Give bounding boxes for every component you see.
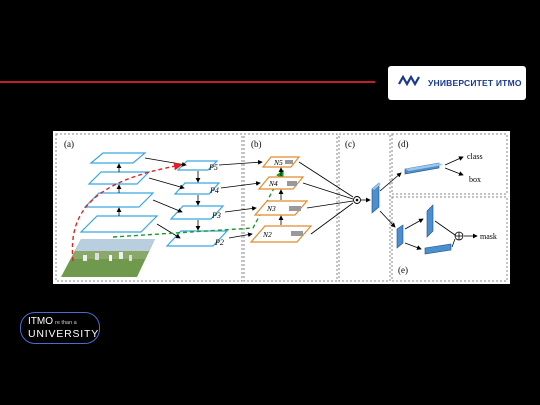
panel-label-e: (e) (398, 265, 408, 275)
panel-label-c: (c) (345, 139, 355, 149)
input-image (61, 239, 155, 277)
itmo-mark-icon (398, 74, 422, 93)
label-p4: P4 (209, 186, 219, 195)
short-path-green (112, 169, 284, 238)
footer-logo-line1: ITMO (28, 316, 53, 327)
fpn-pyramid: P5 P4 P3 P2 (144, 157, 229, 247)
header-accent-line (0, 81, 375, 83)
panel-label-a: (a) (64, 139, 74, 149)
output-mask: mask (480, 232, 497, 241)
bottom-up-path: N5 N4 N3 N2 (218, 156, 313, 243)
panet-architecture-figure: (a) (b) (c) (d) (e) (53, 131, 510, 284)
panel-label-b: (b) (251, 139, 262, 149)
label-p3: P3 (211, 211, 221, 220)
long-path-red (71, 162, 183, 262)
label-n3: N3 (266, 204, 276, 213)
itmo-logo-header: УНИВЕРСИТЕТ ИТМО (388, 66, 526, 100)
footer-logo-line1-sub: re than a (55, 320, 77, 326)
label-p5: P5 (208, 163, 218, 172)
label-p2: P2 (214, 238, 224, 247)
mask-branch: mask (379, 204, 497, 255)
output-class: class (467, 152, 483, 161)
panel-label-d: (d) (398, 139, 409, 149)
adaptive-pooling (298, 161, 381, 235)
label-n5: N5 (273, 158, 283, 167)
output-box: box (469, 175, 481, 184)
label-n4: N4 (268, 179, 278, 188)
label-n2: N2 (262, 230, 272, 239)
university-name: УНИВЕРСИТЕТ ИТМО (428, 78, 522, 88)
box-branch: class box (379, 152, 483, 192)
backbone-stack (79, 152, 159, 233)
footer-logo-line2: UNIVERSITY (28, 328, 100, 340)
